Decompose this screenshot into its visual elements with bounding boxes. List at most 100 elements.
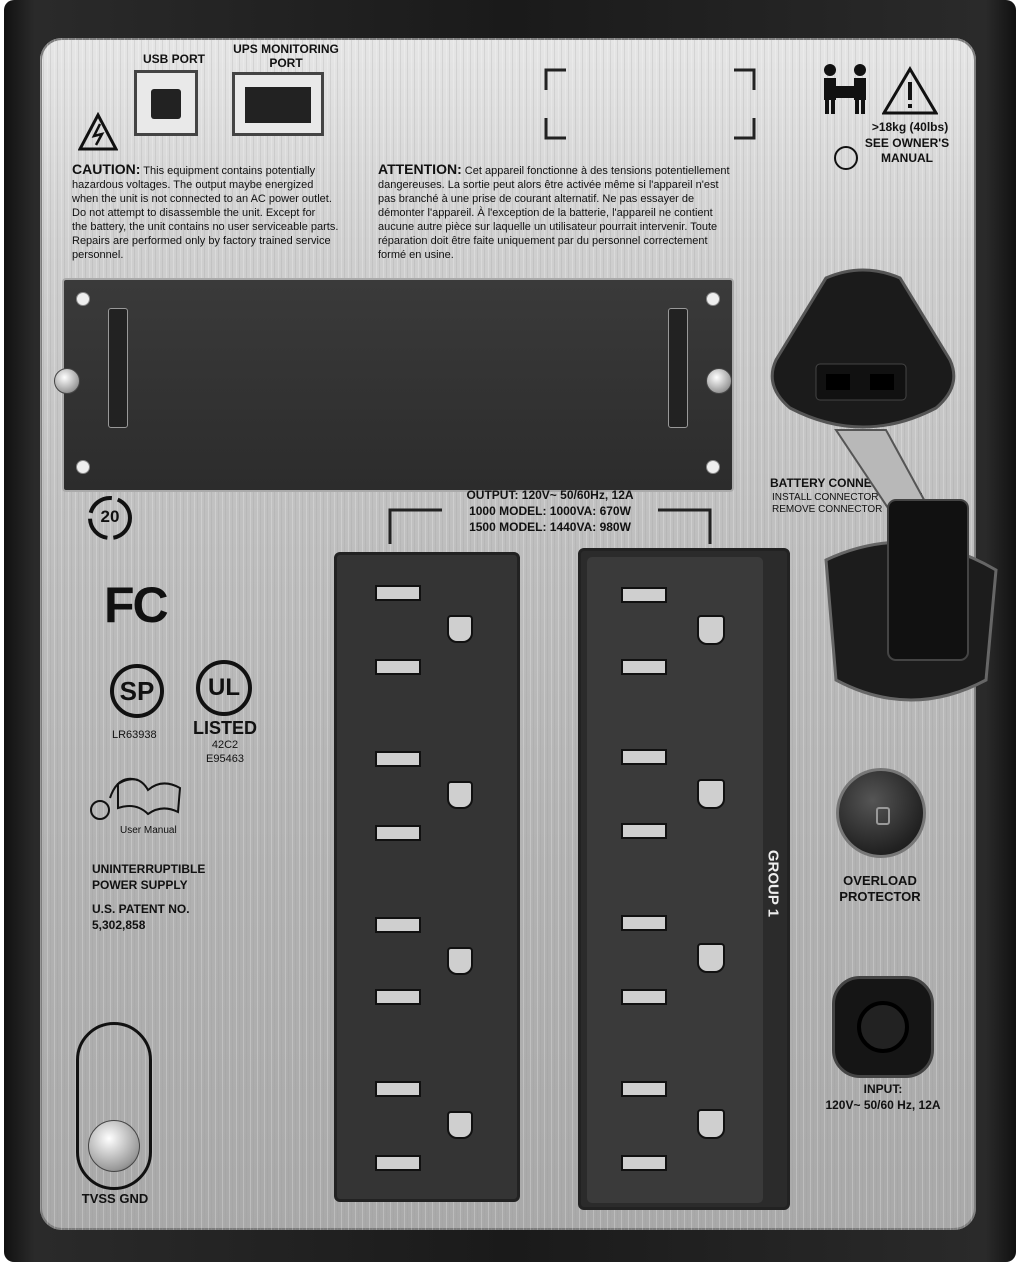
outlet-slot[interactable] bbox=[621, 659, 667, 675]
cord-grommet-icon bbox=[857, 1001, 909, 1053]
ups-monitoring-label-2: PORT bbox=[269, 56, 303, 70]
input-label-2: 120V~ 50/60 Hz, 12A bbox=[825, 1098, 941, 1112]
weight-label: >18kg (40lbs) bbox=[871, 120, 949, 134]
ups-monitoring-label-1: UPS MONITORING bbox=[233, 42, 339, 56]
reset-icon bbox=[876, 807, 890, 825]
mount-hole bbox=[706, 292, 720, 306]
attention-line: démonter l'appareil. À l'exception de la… bbox=[378, 207, 713, 219]
group-label: GROUP 1 bbox=[764, 849, 782, 918]
ul-mark: UL bbox=[208, 674, 240, 701]
slot-handle[interactable] bbox=[668, 308, 688, 428]
attention-line: Cet appareil fonctionne à des tensions p… bbox=[464, 165, 730, 177]
ups-type-2: POWER SUPPLY bbox=[92, 878, 188, 892]
caution-line: the battery, the unit contains no user s… bbox=[72, 221, 339, 233]
recycle-number: 20 bbox=[100, 507, 120, 526]
attention-line: pas branché à une prise de courant alter… bbox=[378, 193, 695, 205]
outlet-slot[interactable] bbox=[621, 823, 667, 839]
electric-hazard-icon bbox=[77, 111, 119, 157]
csa-number: LR63938 bbox=[112, 729, 157, 741]
battery-connector-housing[interactable] bbox=[766, 268, 960, 438]
outlet-bank-face bbox=[587, 557, 763, 1203]
ups-monitoring-port[interactable] bbox=[232, 72, 324, 136]
output-bracket bbox=[388, 506, 712, 546]
slot-handle[interactable] bbox=[108, 308, 128, 428]
caution-line: This equipment contains potentially bbox=[143, 165, 316, 177]
outlet-slot[interactable] bbox=[375, 1155, 421, 1171]
outlet-bank-left bbox=[334, 552, 520, 1202]
csa-mark: SP bbox=[119, 676, 155, 706]
see-owners-manual-2: MANUAL bbox=[881, 151, 933, 165]
outlet-ground[interactable] bbox=[447, 947, 473, 975]
outlet-slot[interactable] bbox=[621, 989, 667, 1005]
outlet-ground[interactable] bbox=[447, 1111, 473, 1139]
caution-heading: CAUTION: bbox=[72, 161, 141, 177]
tvss-gnd-label: TVSS GND bbox=[81, 1191, 149, 1206]
battery-connector-plug[interactable] bbox=[816, 420, 1020, 720]
patent-1: U.S. PATENT NO. bbox=[92, 902, 190, 916]
attention-line: formé en usine. bbox=[378, 249, 454, 261]
caution-line: Do not attempt to disassemble the unit. … bbox=[72, 207, 316, 219]
ul-listed: LISTED bbox=[192, 718, 257, 738]
outlet-ground[interactable] bbox=[447, 615, 473, 643]
outlet-slot[interactable] bbox=[621, 587, 667, 603]
attention-heading: ATTENTION: bbox=[378, 161, 462, 177]
outlet-slot[interactable] bbox=[375, 989, 421, 1005]
outlet-slot[interactable] bbox=[621, 915, 667, 931]
ul-code-1: 42C2 bbox=[211, 739, 239, 751]
outlet-bank-group-1: GROUP 1 bbox=[578, 548, 790, 1210]
user-manual-label: User Manual bbox=[120, 825, 177, 836]
attention-line: réparation doit être faite uniquement pa… bbox=[378, 235, 708, 247]
outlet-ground[interactable] bbox=[697, 943, 725, 973]
thumbscrew-icon[interactable] bbox=[706, 368, 732, 394]
caution-line: hazardous voltages. The output maybe ene… bbox=[72, 179, 314, 191]
output-spec-1: OUTPUT: 120V~ 50/60Hz, 12A bbox=[466, 488, 634, 502]
caution-text: CAUTION: This equipment contains potenti… bbox=[72, 162, 372, 262]
caution-line: Repairs are performed only by factory tr… bbox=[72, 235, 331, 247]
mount-hole bbox=[76, 292, 90, 306]
outlet-slot[interactable] bbox=[375, 917, 421, 933]
csa-logo: SP bbox=[110, 664, 164, 718]
tvss-ground-screw[interactable] bbox=[88, 1120, 140, 1172]
caution-line: personnel. bbox=[72, 249, 124, 261]
mount-hole bbox=[76, 460, 90, 474]
overload-protector-button[interactable] bbox=[836, 768, 926, 858]
manual-reference-icon bbox=[834, 146, 858, 170]
outlet-slot[interactable] bbox=[375, 1081, 421, 1097]
outlet-ground[interactable] bbox=[697, 1109, 725, 1139]
input-label-1: INPUT: bbox=[863, 1082, 903, 1096]
outlet-ground[interactable] bbox=[447, 781, 473, 809]
usb-port-label: USB PORT bbox=[142, 52, 205, 66]
mount-hole bbox=[706, 460, 720, 474]
caution-line: when the unit is not connected to an AC … bbox=[72, 193, 332, 205]
outlet-ground[interactable] bbox=[697, 615, 725, 645]
smartslot-cover-plate[interactable] bbox=[62, 278, 734, 492]
outlet-slot[interactable] bbox=[621, 749, 667, 765]
patent-2: 5,302,858 bbox=[92, 918, 146, 932]
see-owners-manual-1: SEE OWNER'S bbox=[864, 136, 950, 150]
outlet-slot[interactable] bbox=[375, 825, 421, 841]
fcc-logo: FC bbox=[104, 577, 169, 633]
battery-remove-text: REMOVE CONNECTOR TO TRANSPORT bbox=[772, 504, 922, 515]
outlet-slot[interactable] bbox=[621, 1155, 667, 1171]
outlet-slot[interactable] bbox=[375, 659, 421, 675]
ul-logo: UL bbox=[196, 660, 252, 716]
overload-label-2: PROTECTOR bbox=[839, 889, 921, 904]
input-power-cord bbox=[832, 976, 934, 1078]
attention-text: ATTENTION: Cet appareil fonctionne à des… bbox=[378, 162, 798, 262]
battery-install-text: INSTALL CONNECTOR TO OPERATE bbox=[772, 492, 922, 503]
outlet-slot[interactable] bbox=[375, 751, 421, 767]
usb-socket-icon bbox=[151, 89, 181, 119]
group-label-box: GROUP 1 bbox=[757, 831, 789, 951]
attention-line: aucune autre pièce sur laquelle un utili… bbox=[378, 221, 718, 233]
two-person-lift-icon bbox=[818, 62, 872, 121]
output-spec-2: 1000 MODEL: 1000VA: 670W bbox=[469, 504, 631, 518]
user-manual-icon bbox=[88, 770, 184, 831]
ups-type-1: UNINTERRUPTIBLE bbox=[92, 862, 206, 876]
overload-label-1: OVERLOAD bbox=[843, 873, 917, 888]
rj45-socket-icon bbox=[245, 87, 311, 123]
outlet-slot[interactable] bbox=[621, 1081, 667, 1097]
outlet-slot[interactable] bbox=[375, 585, 421, 601]
thumbscrew-icon[interactable] bbox=[54, 368, 80, 394]
usb-port[interactable] bbox=[134, 70, 198, 136]
outlet-ground[interactable] bbox=[697, 779, 725, 809]
